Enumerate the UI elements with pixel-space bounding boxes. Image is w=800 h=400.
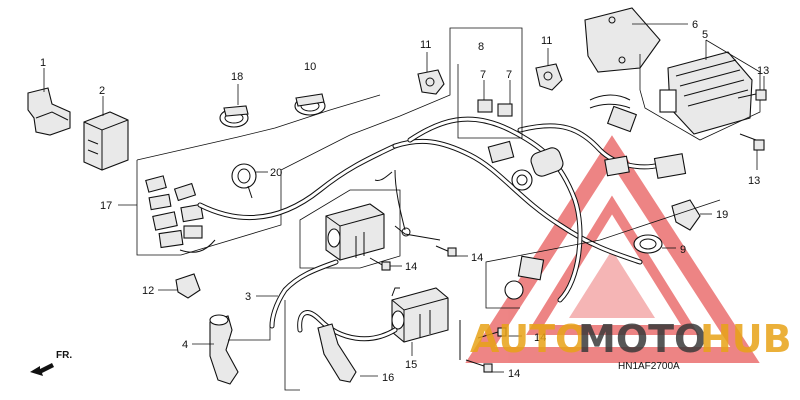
watermark-auto: AUTO [470, 317, 587, 361]
watermark-triangle-logo [465, 135, 760, 363]
coil-frame-upper [299, 189, 401, 269]
callout-2: 2 [99, 85, 105, 97]
watermark-moto: MOTO [578, 317, 706, 361]
callout-16: 16 [382, 372, 394, 384]
part-2-relay-box [83, 111, 129, 171]
callout-14d: 14 [508, 368, 520, 380]
part-14-bolt-d [465, 359, 493, 373]
part-11-holder-left [417, 69, 445, 95]
diagram-code: HN1AF2700A [618, 361, 680, 372]
part-11-holder-right [535, 63, 563, 91]
callout-7a: 7 [480, 69, 486, 81]
callout-3: 3 [245, 291, 251, 303]
callout-11b: 11 [541, 35, 552, 47]
part-20-wire-clip [231, 163, 257, 199]
part-16-high-tension-cord-lower [297, 310, 398, 383]
part-3-high-tension-cord [269, 259, 339, 329]
callout-18: 18 [231, 71, 243, 83]
main-wire-harness [179, 116, 663, 303]
part-1-bracket [27, 87, 71, 136]
callout-labels: 1 2 3 4 5 6 7 7 8 9 10 11 11 12 13 13 14… [40, 19, 769, 384]
callout-12: 12 [142, 285, 154, 297]
callout-14c: 14 [534, 332, 546, 344]
part-19-clip [671, 199, 701, 231]
part-18-band-clamp [219, 105, 249, 128]
callout-13a: 13 [757, 65, 769, 77]
part-5-regulator-rectifier [659, 40, 753, 135]
callout-14a: 14 [405, 261, 417, 273]
part-17-connector-bundle [145, 175, 204, 249]
callout-4: 4 [182, 339, 188, 351]
ignition-coil-upper [325, 203, 385, 261]
part-9-band-clamp [633, 234, 663, 254]
callout-7b: 7 [506, 69, 512, 81]
callout-6: 6 [692, 19, 698, 31]
callout-11a: 11 [420, 39, 431, 51]
callout-5: 5 [702, 29, 708, 41]
watermark-hub: HUB [700, 317, 792, 361]
front-arrow-label: FR. [56, 350, 72, 361]
front-direction-arrow: FR. [30, 350, 72, 376]
callout-9: 9 [680, 244, 686, 256]
callout-15: 15 [405, 359, 417, 371]
callout-1: 1 [40, 57, 46, 69]
watermark-text: AUTO MOTO HUB [470, 317, 792, 361]
harness-connectors [477, 94, 687, 300]
part-6-cover-plate [584, 7, 661, 73]
callout-13b: 13 [748, 175, 760, 187]
part-13-bolt-upper [737, 89, 767, 101]
callout-19: 19 [716, 209, 728, 221]
callout-10: 10 [304, 61, 316, 73]
part-10-band-clamp [294, 93, 326, 116]
part-14-bolt-c [477, 327, 507, 339]
callout-17: 17 [100, 200, 112, 212]
callout-20: 20 [270, 167, 282, 179]
callout-14b: 14 [471, 252, 483, 264]
part-15-ignition-coil-lower [391, 287, 449, 343]
part-14-bolt-b [435, 245, 457, 257]
part-12-clip [175, 273, 201, 299]
callout-8: 8 [478, 41, 484, 53]
part-13-bolt-lower [739, 133, 765, 151]
part-8-frame [457, 62, 523, 139]
part-4-plug-cap [209, 314, 239, 385]
subharness-frame [136, 27, 523, 256]
